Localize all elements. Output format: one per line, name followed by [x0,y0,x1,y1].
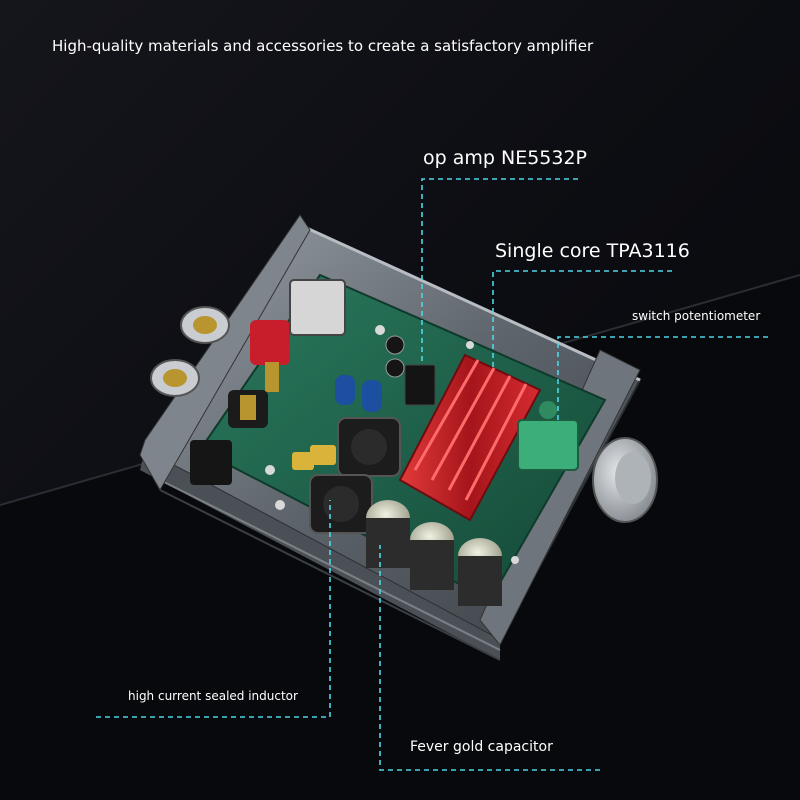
callout-capacitor: Fever gold capacitor [410,739,553,755]
callout-inductor: high current sealed inductor [128,689,298,703]
leader-capacitor [379,545,600,771]
gold-capacitors [366,500,502,606]
input-connector [289,279,346,336]
op-amp-chip [404,364,436,406]
leader-tpa [492,270,672,370]
leader-op-amp [421,178,578,365]
rca-jacks [150,306,230,397]
callout-switch-potentiometer: switch potentiometer [632,309,761,323]
callout-op-amp: op amp NE5532P [423,147,588,169]
sealed-inductors [309,417,401,534]
leader-switch [557,336,768,420]
headline-text: High-quality materials and accessories t… [52,37,594,55]
speaker-terminals [190,320,290,485]
callout-amplifier-chip: Single core TPA3116 [495,240,690,262]
leader-inductor [96,500,331,718]
callout-leader-lines [96,178,768,771]
switch-potentiometer [517,419,579,471]
red-heatsink [398,353,542,522]
volume-knob [592,437,658,523]
